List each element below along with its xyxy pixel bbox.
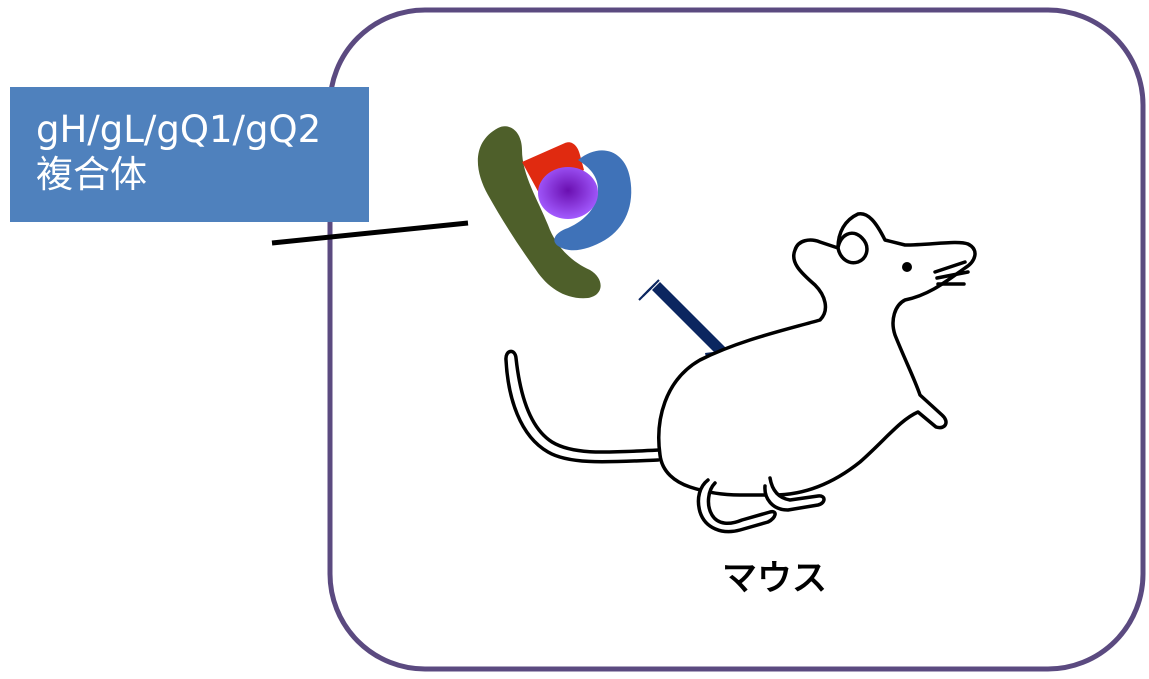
mouse-front-leg [763, 476, 826, 512]
protein-complex-icon [477, 126, 632, 299]
arrow-hatch-3 [646, 279, 660, 293]
arrow-shaft [652, 282, 727, 357]
gH-subunit-shape [477, 126, 601, 299]
connector-line [271, 220, 469, 246]
rounded-frame [327, 7, 1146, 672]
mouse-caption: マウス [722, 559, 828, 599]
mouse-whiskers [933, 260, 970, 286]
gQ2-subunit-shape [538, 167, 598, 219]
complex-name-label: gH/gL/gQ1/gQ2 [36, 108, 322, 151]
mouse-icon [504, 212, 977, 534]
mouse-body [657, 212, 977, 497]
gL-subunit-shape [522, 142, 584, 195]
mouse-ear [836, 231, 869, 265]
mouse-eye [902, 262, 912, 272]
mouse-back-leg [696, 478, 777, 534]
mouse-tail [504, 349, 662, 464]
gQ1-subunit-shape [554, 150, 632, 251]
complex-type-label: 複合体 [36, 153, 147, 196]
complex-label-box: gH/gL/gQ1/gQ2 複合体 [10, 87, 369, 222]
